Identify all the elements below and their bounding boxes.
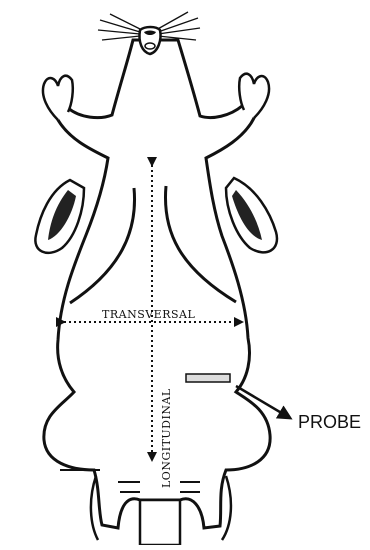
probe-rect <box>186 374 230 382</box>
longitudinal-label: LONGITUDINAL <box>160 388 173 488</box>
left-ear <box>35 180 84 253</box>
right-ear <box>226 178 277 252</box>
snout <box>139 27 160 54</box>
body-outline <box>44 40 270 528</box>
tail <box>140 500 180 545</box>
transversal-label: TRANSVERSAL <box>102 308 195 321</box>
probe-label: PROBE <box>298 412 361 432</box>
